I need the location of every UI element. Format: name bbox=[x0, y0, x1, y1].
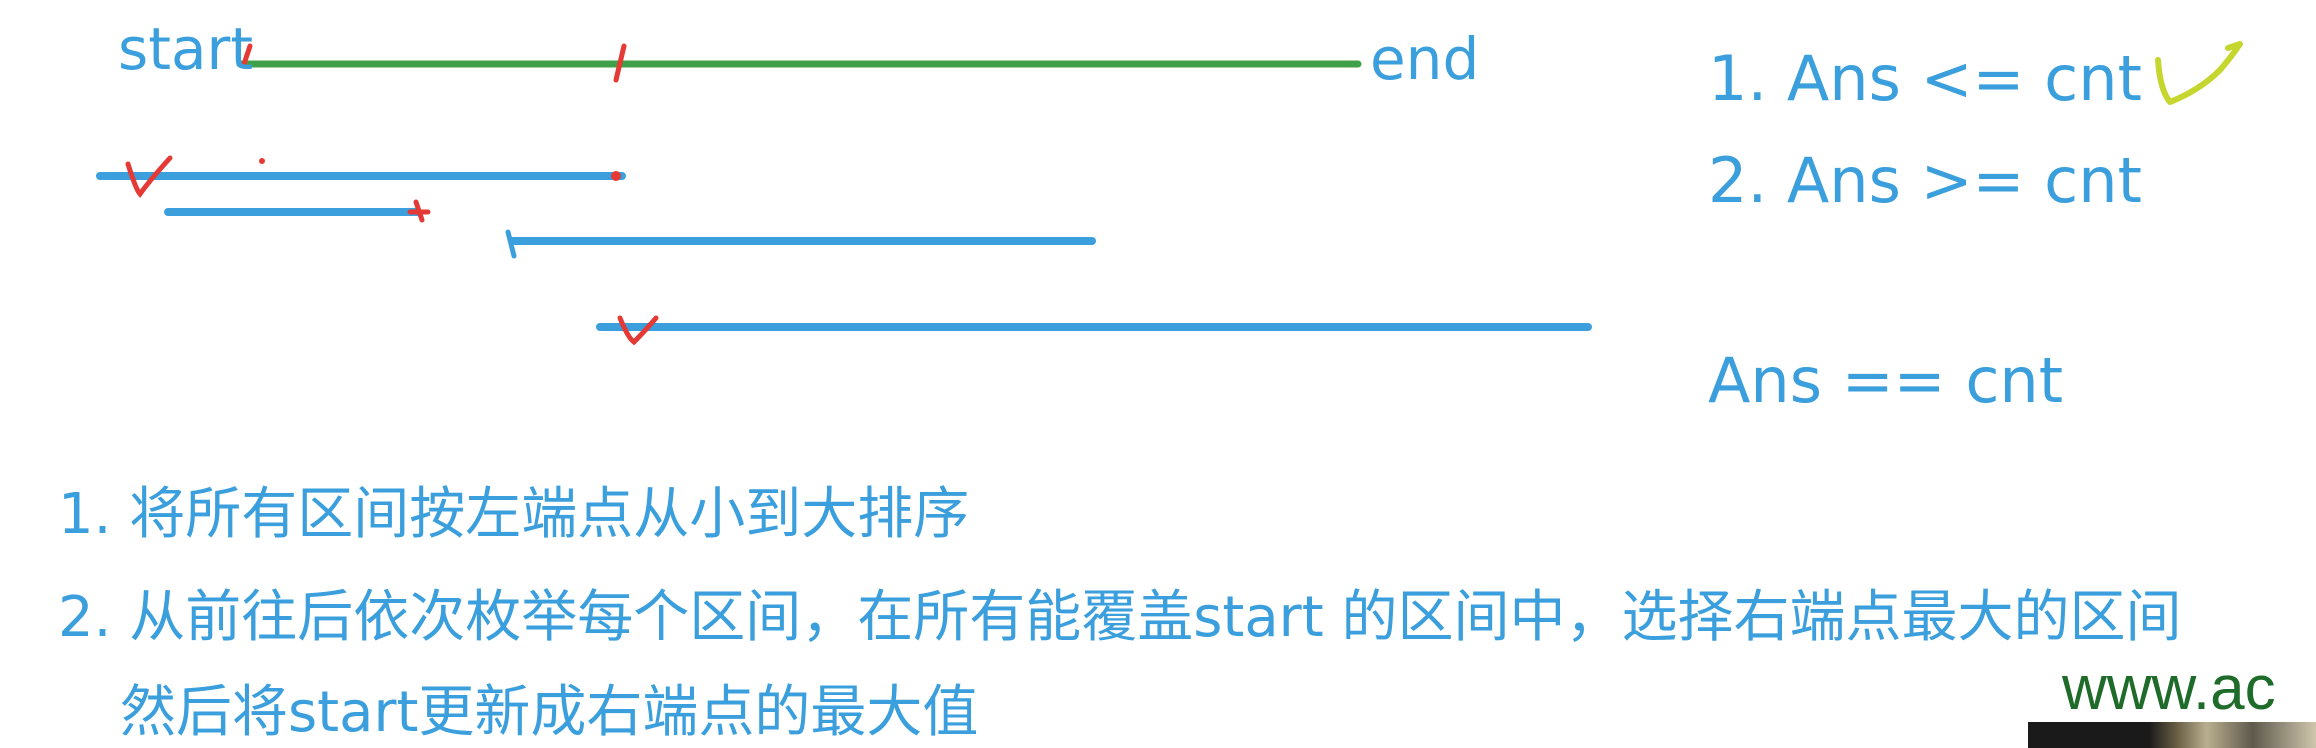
interval-1-end-mark bbox=[611, 171, 621, 181]
conclusion: Ans == cnt bbox=[1708, 344, 2064, 417]
interval-2-end-mark bbox=[407, 199, 431, 223]
interval-3-left-tick bbox=[505, 229, 517, 259]
step-2: 2. 从前往后依次枚举每个区间，在所有能覆盖start 的区间中，选择右端点最大… bbox=[58, 585, 2182, 650]
check-mark-yellow bbox=[2155, 41, 2243, 105]
condition-2: 2. Ans >= cnt bbox=[1708, 144, 2142, 217]
step-1: 1. 将所有区间按左端点从小到大排序 bbox=[58, 482, 970, 547]
split-mark bbox=[613, 43, 627, 83]
watermark: www.ac bbox=[2062, 654, 2276, 723]
end-label: end bbox=[1370, 25, 1480, 93]
condition-1: 1. Ans <= cnt bbox=[1708, 42, 2142, 115]
check-mark-red-1 bbox=[125, 155, 173, 198]
red-dot bbox=[259, 158, 265, 164]
video-thumbnail bbox=[2028, 722, 2316, 748]
start-mark bbox=[241, 43, 253, 67]
check-mark-red-2 bbox=[617, 315, 659, 346]
start-label: start bbox=[118, 15, 254, 83]
step-2-continuation: 然后将start更新成右端点的最大值 bbox=[120, 680, 979, 745]
